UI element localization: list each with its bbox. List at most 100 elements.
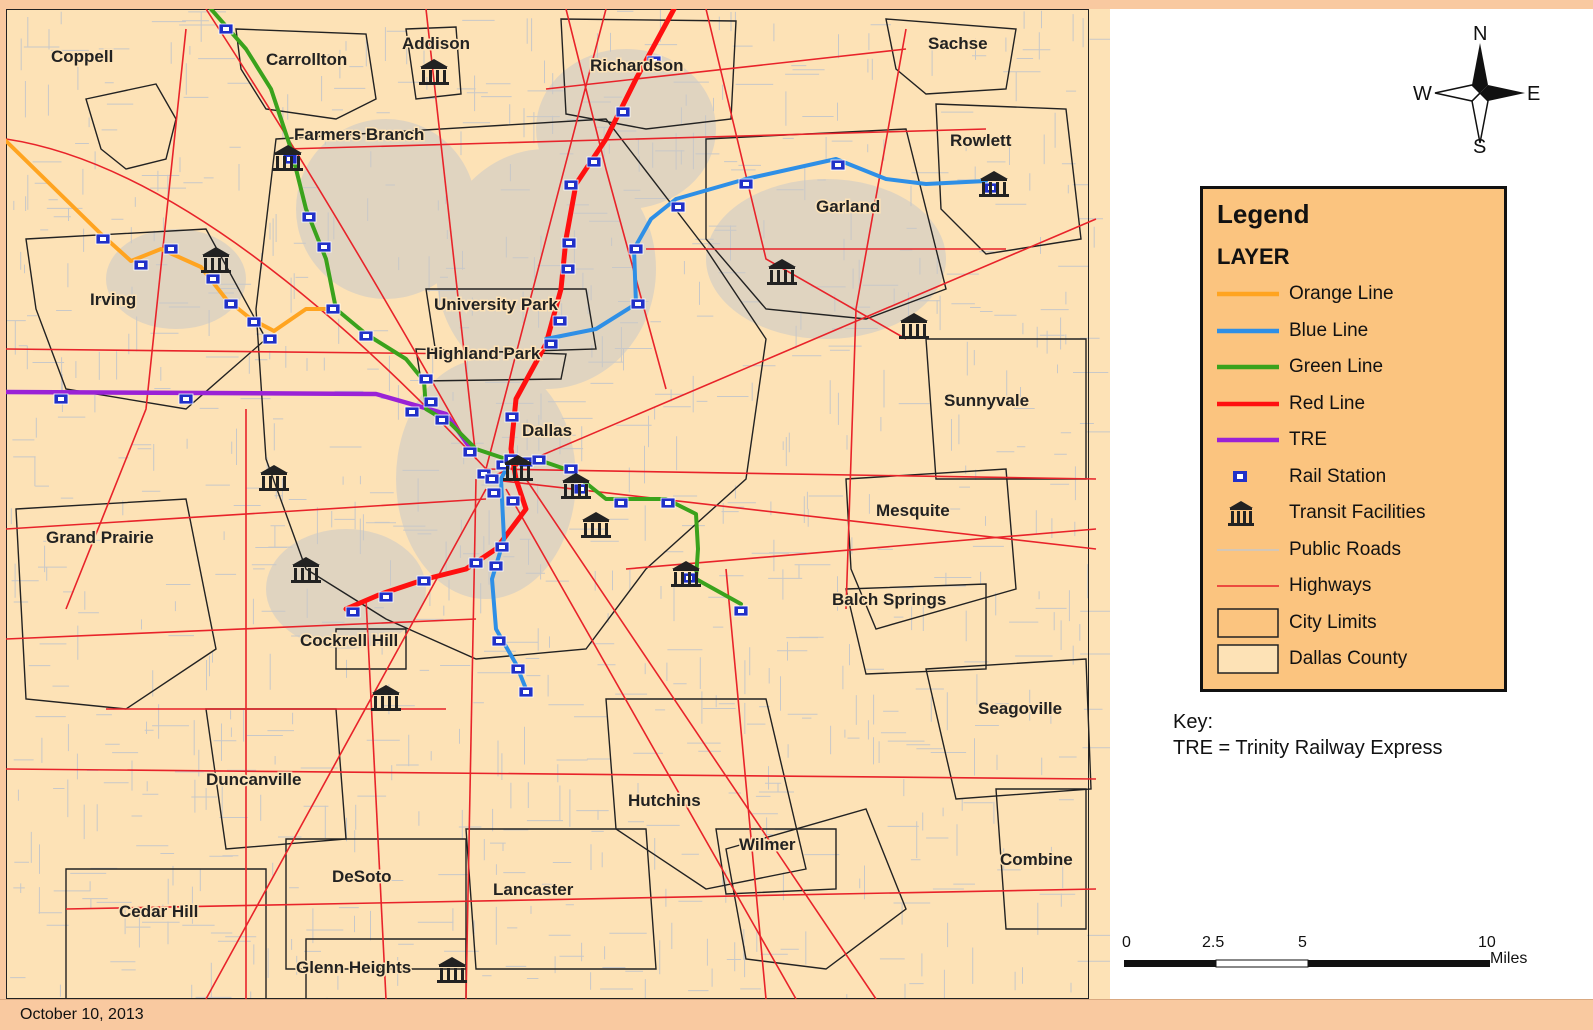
- city-label-coppell: Coppell: [51, 47, 113, 66]
- rail-station-icon[interactable]: [552, 315, 568, 327]
- scale-unit: Miles: [1490, 950, 1528, 967]
- rail-station-icon[interactable]: [733, 605, 749, 617]
- rail-station-icon[interactable]: [630, 298, 646, 310]
- rail-station-icon[interactable]: [223, 298, 239, 310]
- rail-station-icon[interactable]: [205, 273, 221, 285]
- rail-station-icon[interactable]: [504, 411, 520, 423]
- rail-station-icon[interactable]: [510, 663, 526, 675]
- transit-facility-icon[interactable]: [291, 557, 321, 583]
- rail-station-icon[interactable]: [586, 156, 602, 168]
- legend-item: Public Roads: [1217, 535, 1497, 565]
- legend-title: Legend: [1217, 199, 1310, 229]
- transit-facility-icon[interactable]: [767, 259, 797, 285]
- legend-item: Transit Facilities: [1217, 498, 1497, 528]
- map-canvas[interactable]: Coppell Carrollton Addison Richardson Sa…: [6, 9, 1110, 999]
- transit-facility-icon[interactable]: [561, 473, 591, 499]
- rail-station-icon[interactable]: [484, 473, 500, 485]
- transit-facility-icon[interactable]: [979, 171, 1009, 197]
- rail-station-icon[interactable]: [486, 487, 502, 499]
- city-label-balch-springs: Balch Springs: [832, 590, 946, 609]
- legend-layer-heading: LAYER: [1217, 244, 1290, 269]
- city-label-sunnyvale: Sunnyvale: [944, 391, 1029, 410]
- transit-facility-icon[interactable]: [671, 561, 701, 587]
- rail-station-icon[interactable]: [518, 686, 534, 698]
- rail-station-icon[interactable]: [468, 557, 484, 569]
- line-swatch-icon: [1217, 364, 1279, 370]
- rail-station-icon[interactable]: [316, 241, 332, 253]
- rail-station-icon[interactable]: [95, 233, 111, 245]
- rail-station-icon[interactable]: [53, 393, 69, 405]
- rail-station-icon[interactable]: [505, 495, 521, 507]
- rail-station-icon[interactable]: [531, 454, 547, 466]
- map-svg[interactable]: Coppell Carrollton Addison Richardson Sa…: [6, 9, 1110, 999]
- rail-station-icon[interactable]: [434, 414, 450, 426]
- rail-station-icon[interactable]: [660, 497, 676, 509]
- footer-bar: October 10, 2013: [0, 999, 1593, 1030]
- rail-station-icon[interactable]: [163, 243, 179, 255]
- rail-station-icon[interactable]: [218, 23, 234, 35]
- rail-station-icon[interactable]: [178, 393, 194, 405]
- rail-station-icon[interactable]: [418, 373, 434, 385]
- rail-station-icon[interactable]: [543, 338, 559, 350]
- rail-station-icon[interactable]: [563, 179, 579, 191]
- thin-line-swatch-icon: [1217, 585, 1279, 587]
- rail-station-icon[interactable]: [345, 606, 361, 618]
- compass-n: N: [1473, 23, 1487, 45]
- city-label-cockrell-hill: Cockrell Hill: [300, 631, 398, 650]
- rail-station-icon[interactable]: [628, 243, 644, 255]
- rail-station-icon[interactable]: [560, 263, 576, 275]
- city-label-dallas: Dallas: [522, 421, 572, 440]
- rail-station-icon[interactable]: [615, 106, 631, 118]
- transit-facility-icon[interactable]: [503, 455, 533, 481]
- transit-facility-icon[interactable]: [899, 313, 929, 339]
- transit-facility-icon[interactable]: [259, 465, 289, 491]
- city-label-glenn-heights: Glenn Heights: [296, 958, 411, 977]
- transit-facility-icon[interactable]: [437, 957, 467, 983]
- legend-item-label: Rail Station: [1289, 465, 1387, 487]
- rail-station-icon[interactable]: [670, 201, 686, 213]
- rail-station-icon[interactable]: [561, 237, 577, 249]
- rail-station-icon[interactable]: [133, 259, 149, 271]
- legend-item-label: City Limits: [1289, 611, 1377, 633]
- city-label-desoto: DeSoto: [332, 867, 392, 886]
- city-label-sachse: Sachse: [928, 34, 988, 53]
- rail-station-icon[interactable]: [462, 446, 478, 458]
- rail-station-icon[interactable]: [738, 178, 754, 190]
- rail-station-icon[interactable]: [301, 211, 317, 223]
- legend-item: Red Line: [1217, 389, 1497, 419]
- transit-facility-icon[interactable]: [419, 59, 449, 85]
- compass-rose-icon: N S E W: [1413, 23, 1540, 158]
- rail-station-icon[interactable]: [563, 463, 579, 475]
- rail-station-icon[interactable]: [262, 333, 278, 345]
- legend-item-label: Orange Line: [1289, 283, 1394, 304]
- transit-facilities-layer: [201, 59, 1009, 983]
- transit-facility-icon: [1228, 501, 1254, 526]
- legend-item-label: Highways: [1289, 575, 1372, 596]
- rail-station-icon[interactable]: [494, 541, 510, 553]
- rail-station-icon[interactable]: [246, 316, 262, 328]
- legend-item: Orange Line: [1217, 279, 1497, 309]
- key-heading: Key:: [1173, 711, 1214, 733]
- line-swatch-icon: [1217, 437, 1279, 443]
- top-frame: [0, 0, 1593, 9]
- rail-station-icon[interactable]: [423, 396, 439, 408]
- rail-station-icon[interactable]: [325, 303, 341, 315]
- transit-facility-icon[interactable]: [371, 685, 401, 711]
- city-label-addison: Addison: [402, 34, 470, 53]
- transit-facility-icon[interactable]: [201, 247, 231, 273]
- rail-station-icon[interactable]: [404, 406, 420, 418]
- rail-station-icon[interactable]: [830, 159, 846, 171]
- rail-station-icon[interactable]: [488, 560, 504, 572]
- transit-facility-icon[interactable]: [273, 145, 303, 171]
- city-label-university-park: University Park: [434, 295, 558, 314]
- city-label-mesquite: Mesquite: [876, 501, 950, 520]
- rail-station-icon[interactable]: [491, 635, 507, 647]
- rail-station-icon[interactable]: [613, 497, 629, 509]
- rail-station-icon[interactable]: [358, 330, 374, 342]
- scale-tick-2-5: 2.5: [1202, 934, 1225, 951]
- transit-facility-icon[interactable]: [581, 512, 611, 538]
- rail-station-icon[interactable]: [416, 575, 432, 587]
- rail-station-icon[interactable]: [378, 591, 394, 603]
- rail-station-icon[interactable]: [646, 55, 662, 67]
